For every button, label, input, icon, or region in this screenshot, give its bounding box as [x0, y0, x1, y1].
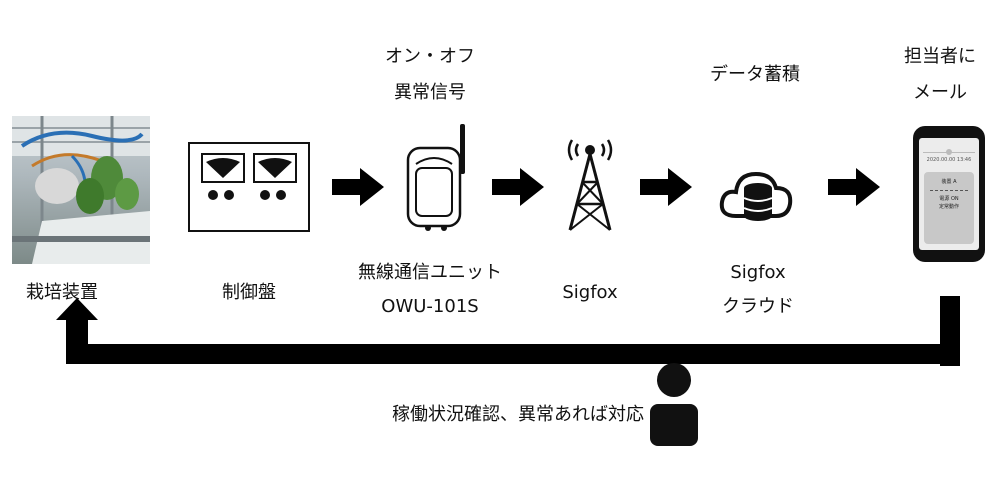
phone-card-line2: 定常動作	[938, 204, 959, 210]
phone-notification-card: 装置 A 電源 ON 定常動作	[924, 172, 974, 244]
arrow-right-3	[640, 168, 692, 206]
panel-label: 制御盤	[222, 282, 276, 303]
wireless-unit-icon	[406, 124, 465, 231]
phone-header: 2020.00.00 13:46	[926, 157, 972, 163]
smartphone-icon: 2020.00.00 13:46 装置 A 電源 ON 定常動作	[913, 126, 985, 262]
unit-label-line1: 無線通信ユニット	[358, 262, 502, 283]
cloud-label-line2: クラウド	[722, 296, 794, 317]
phone-card-line1: 電源 ON	[939, 196, 959, 202]
arrow-right-4	[828, 168, 880, 206]
unit-label-line2: OWU-101S	[381, 296, 479, 317]
signal-label-line1: オン・オフ	[385, 46, 475, 67]
phone-screen: 2020.00.00 13:46 装置 A 電源 ON 定常動作	[919, 138, 979, 250]
person-icon	[650, 363, 698, 446]
greenhouse-illustration	[12, 116, 150, 264]
sigfox-label: Sigfox	[562, 282, 618, 303]
mail-label-line1: 担当者に	[904, 46, 976, 67]
plant-label: 栽培装置	[26, 282, 98, 303]
control-panel-icon	[188, 142, 310, 232]
feedback-loop-arrow	[56, 296, 960, 366]
feedback-label: 稼働状況確認、異常あれば対応	[392, 404, 644, 425]
arrow-right-1	[332, 168, 384, 206]
storage-label: データ蓄積	[710, 64, 800, 85]
cloud-database-icon	[719, 171, 793, 221]
plant-photo	[12, 116, 150, 264]
mail-label-line2: メール	[913, 82, 967, 103]
phone-card-title: 装置 A	[941, 179, 957, 185]
signal-label-line2: 異常信号	[394, 82, 466, 103]
arrow-right-2	[492, 168, 544, 206]
cloud-label-line1: Sigfox	[730, 262, 786, 283]
antenna-tower-icon	[567, 139, 613, 231]
